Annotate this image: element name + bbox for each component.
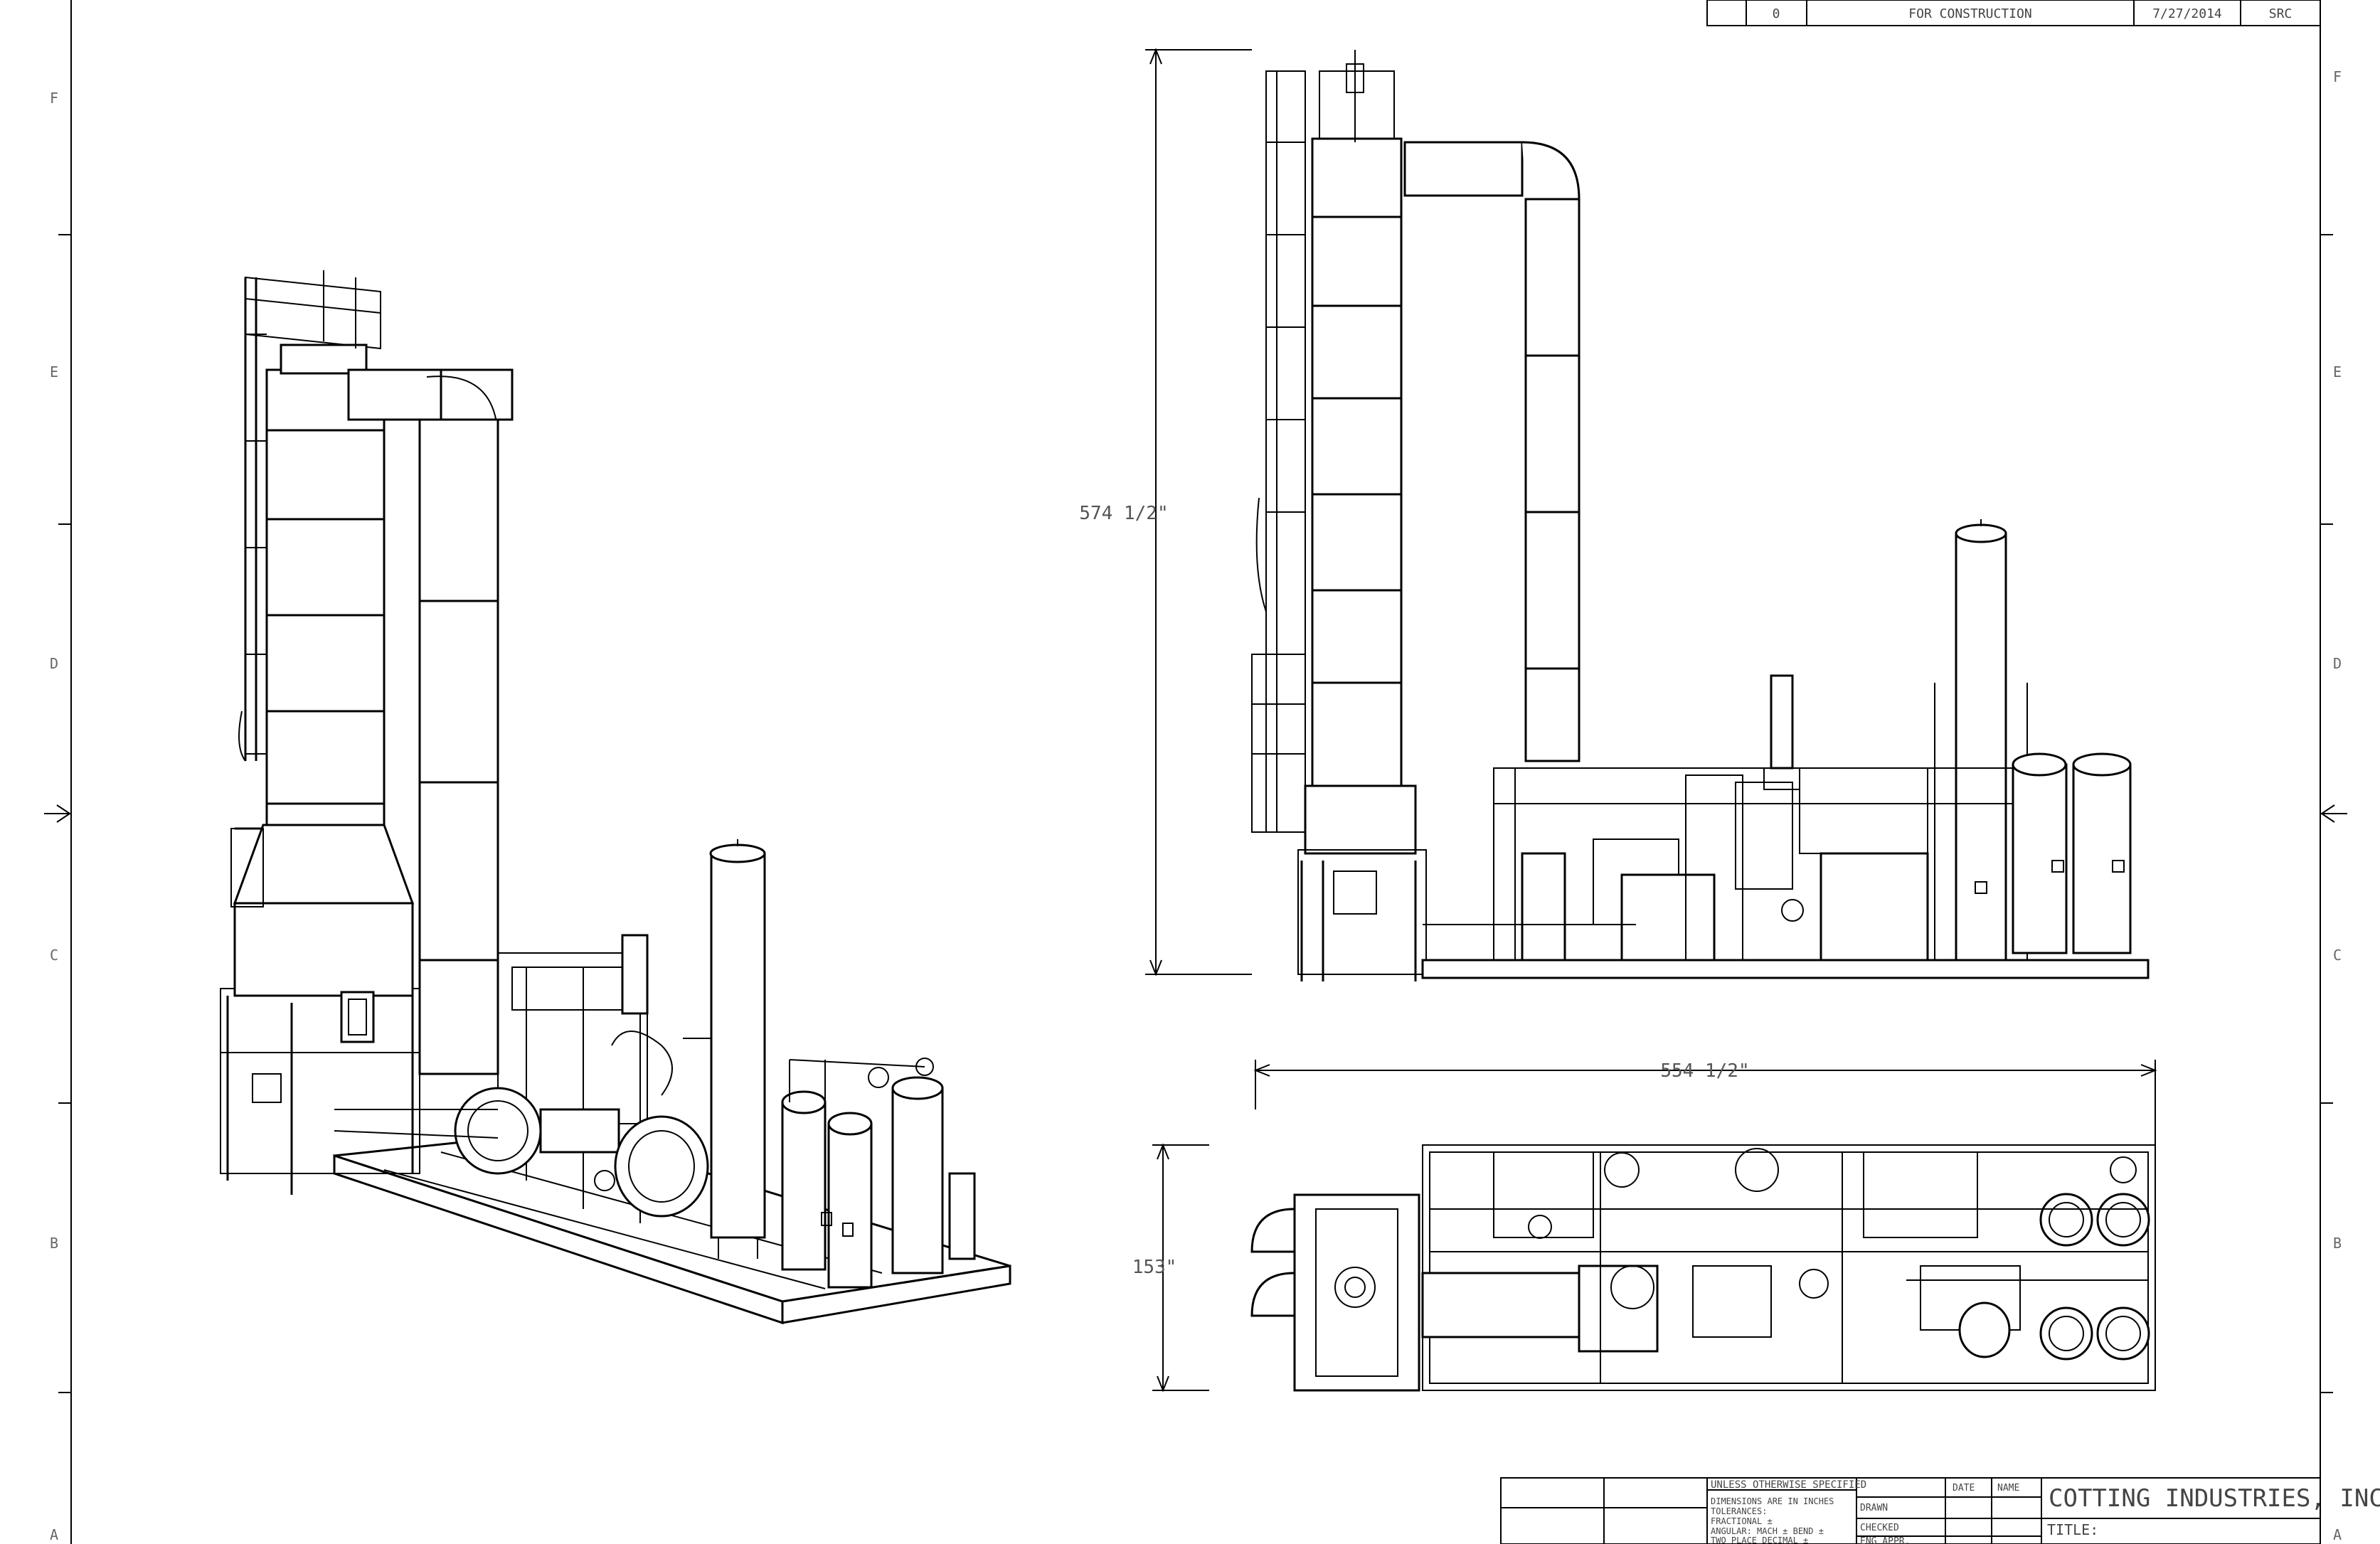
revision-number: 0: [1773, 6, 1780, 21]
zone-label-left-c: C: [50, 947, 58, 964]
zone-label-left-d: D: [50, 655, 58, 672]
zone-label-right-c: C: [2333, 947, 2342, 964]
zone-label-right-e: E: [2333, 363, 2342, 380]
revision-block: 0 FOR CONSTRUCTION 7/27/2014 SRC: [1706, 0, 2321, 26]
plan-length-dimension: 554 1/2": [1660, 1060, 1749, 1082]
revision-date: 7/27/2014: [2152, 6, 2222, 21]
isometric-view: [220, 270, 1011, 1325]
tolerance-note-line: FRACTIONAL ±: [1711, 1516, 1773, 1526]
zone-label-right-d: D: [2333, 655, 2342, 672]
title-block-date-header: DATE: [1953, 1483, 1975, 1494]
tolerance-note-line: TWO PLACE DECIMAL ±: [1711, 1535, 1808, 1544]
revision-description: FOR CONSTRUCTION: [1908, 6, 2031, 21]
zone-label-right-b: B: [2333, 1235, 2342, 1252]
title-block-name-header: NAME: [1997, 1483, 2019, 1494]
elevation-height-dimension: 574 1/2": [1079, 503, 1168, 524]
tolerance-note-line: DIMENSIONS ARE IN INCHES: [1711, 1496, 1834, 1506]
tolerance-note-line: ANGULAR: MACH ± BEND ±: [1711, 1526, 1824, 1536]
title-block-checked-label: CHECKED: [1860, 1523, 1899, 1533]
zone-label-right-a: A: [2333, 1526, 2342, 1543]
plan-width-dimension: 153": [1132, 1257, 1177, 1278]
title-block-eng-appr-label: ENG APPR.: [1860, 1536, 1910, 1544]
tolerance-notes-heading: UNLESS OTHERWISE SPECIFIED: [1711, 1479, 1866, 1491]
plan-view: [1152, 1060, 2157, 1393]
zone-label-left-a: A: [50, 1526, 58, 1543]
title-block-drawn-label: DRAWN: [1860, 1503, 1888, 1513]
tolerance-note-line: TOLERANCES:: [1711, 1506, 1767, 1516]
zone-labels-left: F E D C B A: [50, 90, 58, 1543]
elevation-view: [1145, 48, 2150, 981]
revision-by: SRC: [2269, 6, 2293, 21]
zone-labels-right: F E D C B A: [2333, 68, 2342, 1543]
zone-label-left-b: B: [50, 1235, 58, 1252]
title-block: [1500, 1477, 2321, 1544]
zone-label-left-f: F: [50, 90, 58, 107]
zone-label-right-f: F: [2333, 68, 2342, 85]
sheet-border: [44, 0, 2347, 1544]
company-name: COTTING INDUSTRIES, INC.: [2049, 1484, 2380, 1513]
drawing-title-label: TITLE:: [2047, 1521, 2098, 1538]
zone-label-left-e: E: [50, 363, 58, 380]
